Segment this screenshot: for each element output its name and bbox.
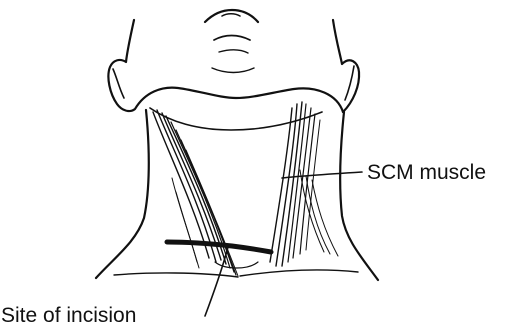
left-scm-muscle (153, 110, 238, 276)
incision-line (167, 242, 271, 252)
right-scm-muscle (270, 102, 338, 266)
scm-muscle-label: SCM muscle (367, 161, 486, 184)
site-of-incision-label: Site of incision (1, 304, 136, 327)
neck-outline (96, 110, 378, 280)
